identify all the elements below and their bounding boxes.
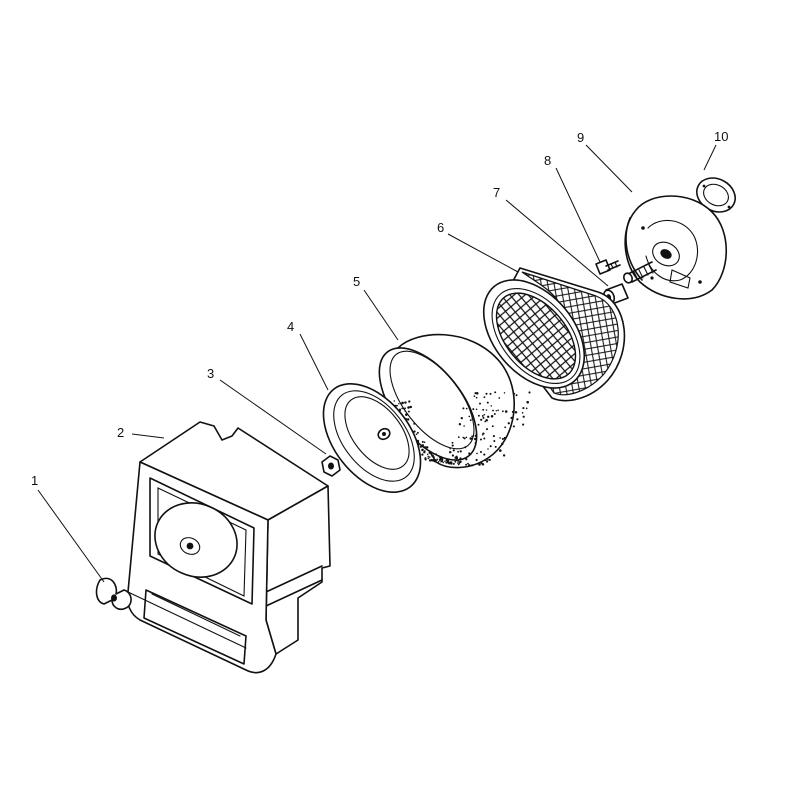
leader-5 bbox=[363, 289, 399, 341]
leader-8 bbox=[555, 167, 601, 263]
callout-9: 9 bbox=[577, 130, 584, 145]
callout-labels: 1 2 3 4 5 6 7 8 9 10 bbox=[31, 129, 728, 488]
callout-4: 4 bbox=[287, 319, 294, 334]
callout-3: 3 bbox=[207, 366, 214, 381]
part-8-screw bbox=[595, 259, 621, 275]
callout-1: 1 bbox=[31, 473, 38, 488]
leader-lines bbox=[37, 144, 717, 583]
part-4-cleaner-cup bbox=[322, 383, 422, 493]
callout-2: 2 bbox=[117, 425, 124, 440]
leader-2 bbox=[131, 433, 165, 439]
part-3-nut bbox=[321, 455, 341, 477]
part-9-base-plate bbox=[624, 195, 728, 300]
callout-8: 8 bbox=[544, 153, 551, 168]
callout-10: 10 bbox=[714, 129, 728, 144]
callout-6: 6 bbox=[437, 220, 444, 235]
part-6-paper-filter bbox=[482, 267, 626, 402]
part-1-wing-nut bbox=[95, 577, 132, 611]
leader-10 bbox=[703, 144, 717, 171]
leader-7 bbox=[505, 199, 609, 287]
leader-6 bbox=[447, 233, 519, 273]
leader-4 bbox=[299, 333, 329, 391]
leader-3 bbox=[219, 379, 327, 455]
callout-5: 5 bbox=[353, 274, 360, 289]
part-7-stud-and-bushing bbox=[602, 261, 657, 305]
callout-7: 7 bbox=[493, 185, 500, 200]
part-2-cleaner-cover bbox=[126, 421, 331, 674]
leader-9 bbox=[585, 144, 633, 193]
leader-1 bbox=[37, 489, 105, 583]
